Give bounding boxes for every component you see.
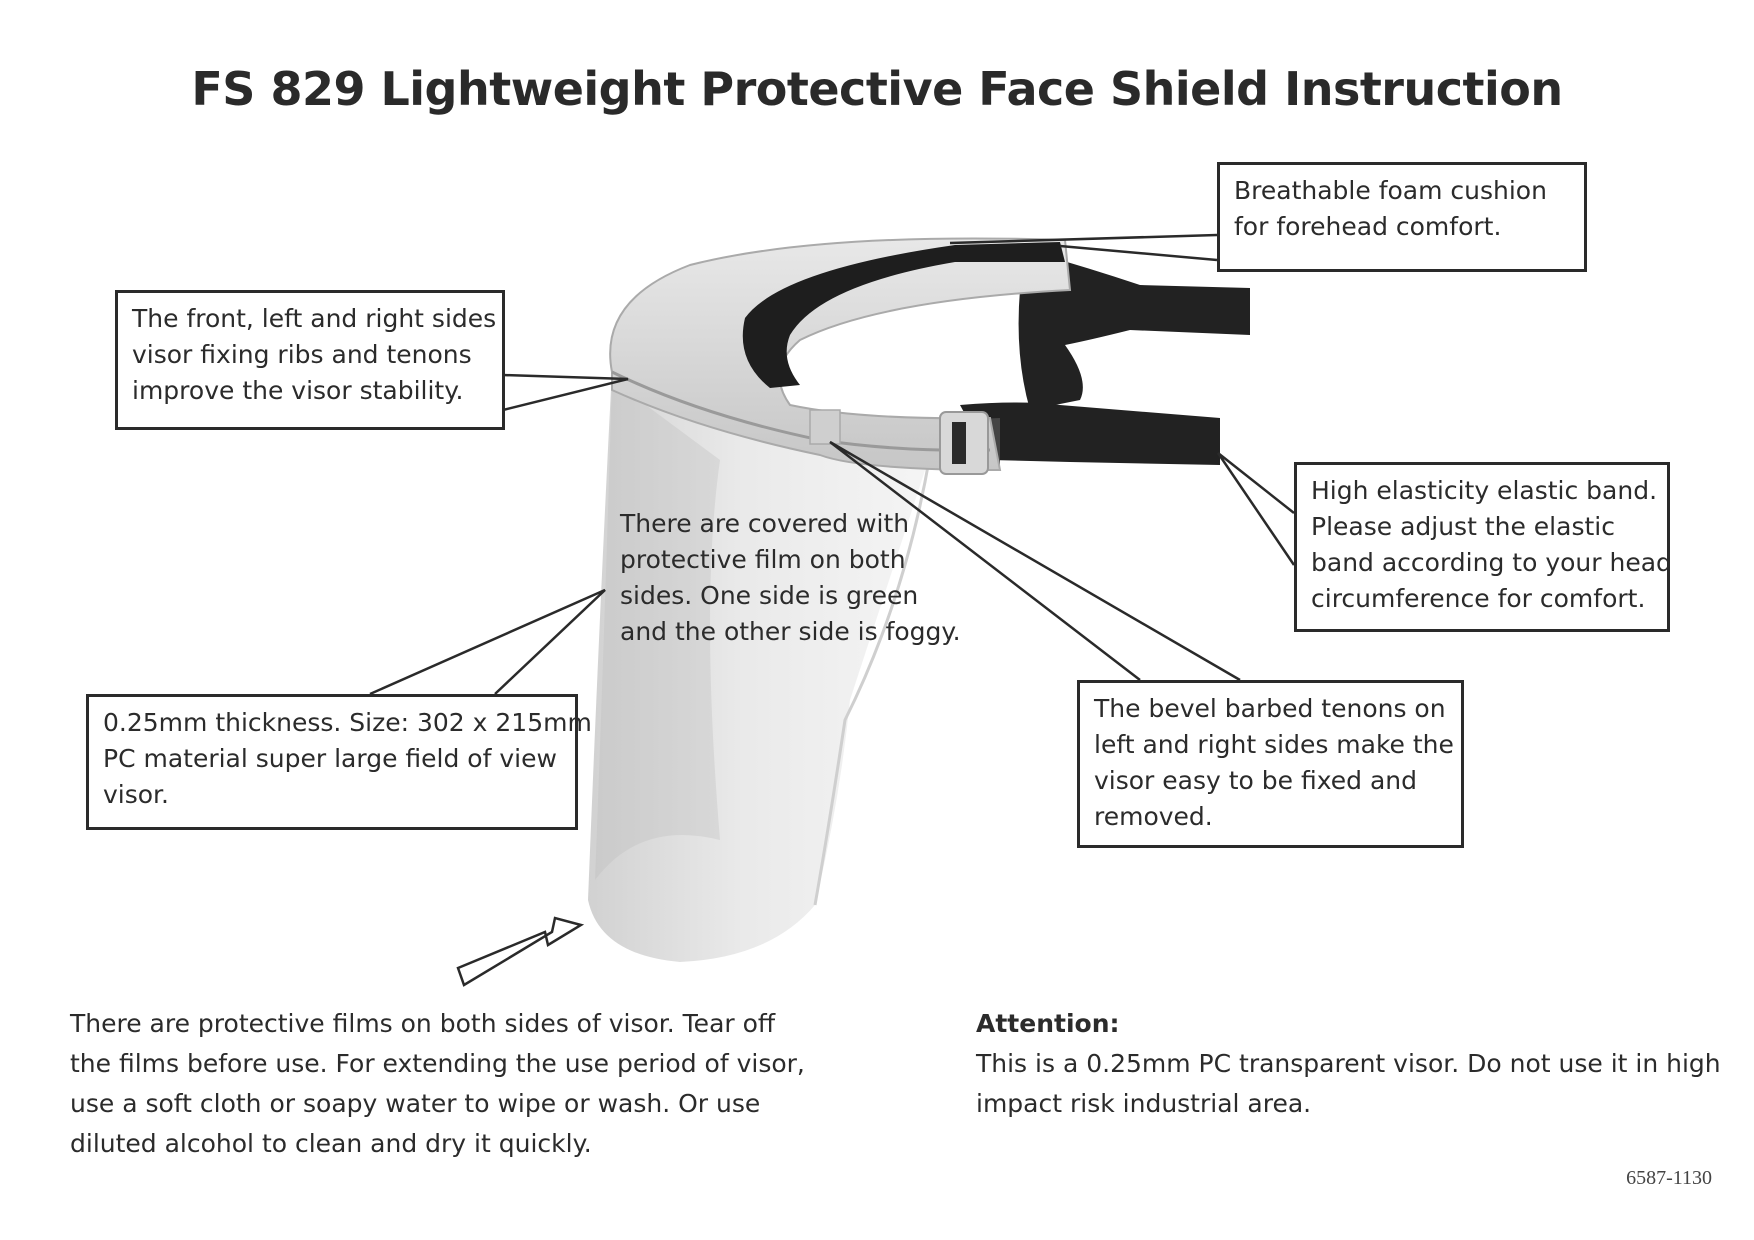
visor-shape xyxy=(588,370,930,962)
attention-section: Attention: This is a 0.25mm PC transpare… xyxy=(976,1004,1721,1124)
leader-lines xyxy=(369,233,1296,696)
visor-inner-shade xyxy=(595,380,720,880)
callout-foam-cushion: Breathable foam cushion for forehead com… xyxy=(1217,162,1587,272)
page-title: FS 829 Lightweight Protective Face Shiel… xyxy=(191,62,1563,116)
leader-thickness xyxy=(369,588,606,696)
attention-heading: Attention: xyxy=(976,1009,1120,1038)
visor-right-edge xyxy=(813,454,932,906)
buckle-slot xyxy=(952,422,966,464)
callout-visor-thickness: 0.25mm thickness. Size: 302 x 215mm PC m… xyxy=(86,694,592,830)
callout-bevel-tenons: The bevel barbed tenons on left and righ… xyxy=(1077,680,1464,848)
arrow-icon xyxy=(456,916,585,987)
document-code: 6587-1130 xyxy=(1626,1167,1712,1189)
protective-film-note: There are covered with protective film o… xyxy=(620,509,961,646)
callout-visor-ribs: The front, left and right sides visor fi… xyxy=(115,290,505,430)
elastic-band-lower xyxy=(960,402,1220,465)
foam-cushion-2 xyxy=(955,242,1065,262)
leader-foam-2 xyxy=(1059,244,1218,262)
callout-elastic-band: High elasticity elastic band. Please adj… xyxy=(1294,462,1672,632)
leader-elastic xyxy=(1216,452,1296,566)
usage-instructions: There are protective films on both sides… xyxy=(70,1009,805,1158)
foam-cushion xyxy=(742,245,955,388)
leader-bevel xyxy=(829,440,1241,682)
tenon xyxy=(809,409,841,445)
leader-ribs xyxy=(502,373,629,412)
elastic-band-upper xyxy=(1018,250,1250,410)
leader-foam-1 xyxy=(949,233,1218,245)
